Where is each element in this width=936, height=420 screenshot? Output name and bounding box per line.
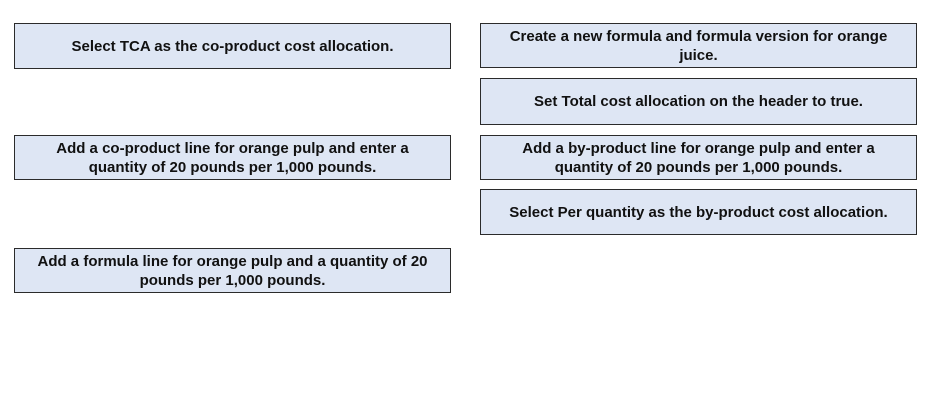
- drag-item-co-product-line[interactable]: Add a co-product line for orange pulp an…: [14, 135, 451, 180]
- drag-item-select-tca[interactable]: Select TCA as the co-product cost alloca…: [14, 23, 451, 69]
- drag-item-create-formula[interactable]: Create a new formula and formula version…: [480, 23, 917, 68]
- drag-item-by-product-line[interactable]: Add a by-product line for orange pulp an…: [480, 135, 917, 180]
- drag-item-total-cost-allocation[interactable]: Set Total cost allocation on the header …: [480, 78, 917, 125]
- answer-area-panel: [10, 10, 456, 410]
- drag-item-formula-line[interactable]: Add a formula line for orange pulp and a…: [14, 248, 451, 293]
- drag-item-per-quantity[interactable]: Select Per quantity as the by-product co…: [480, 189, 917, 235]
